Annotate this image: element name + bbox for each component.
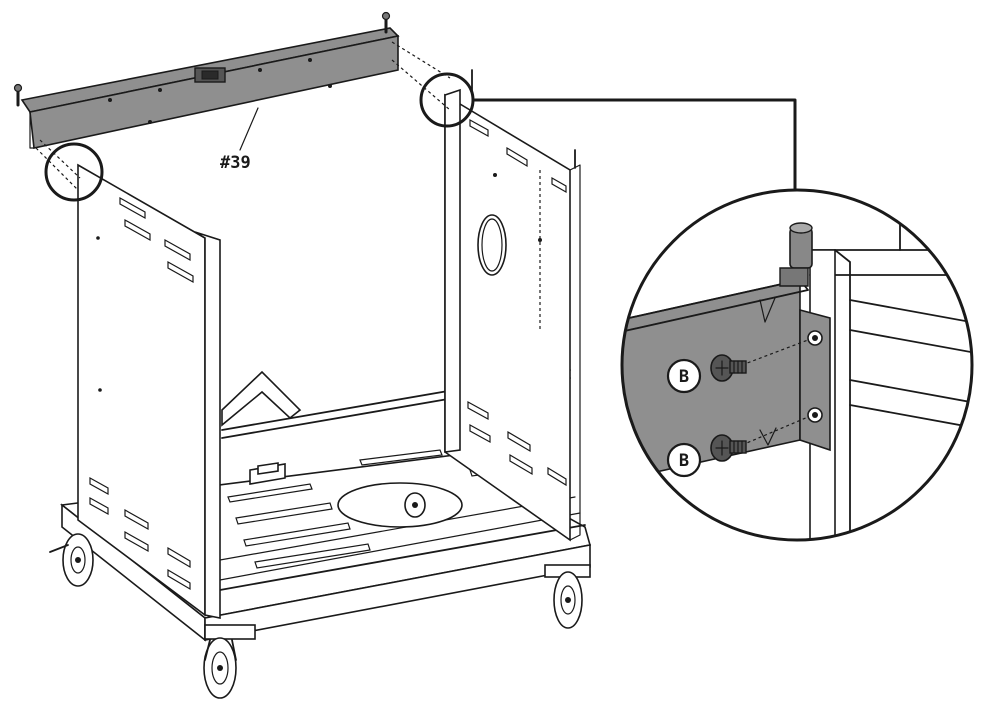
caster-wheels: [49, 492, 591, 699]
part-leader-line: [239, 107, 259, 151]
caster-front-right: [544, 564, 591, 629]
zoom-detail: [620, 188, 974, 542]
hardware-label-upper: B: [679, 367, 689, 387]
right-side-panel: [444, 69, 581, 542]
part-label: #39: [220, 153, 251, 173]
hardware-badge-lower: B: [666, 442, 702, 478]
screw-lower: [710, 434, 747, 462]
hardware-label-lower: B: [679, 451, 689, 471]
caster-rear-left: [49, 533, 94, 587]
hardware-badge-upper: B: [666, 358, 702, 394]
caster-rear-right: [404, 492, 426, 518]
callout-connector: [471, 98, 797, 192]
left-side-panel: [77, 163, 302, 619]
rear-bracket-part-39: [13, 11, 451, 191]
screw-upper: [710, 354, 747, 382]
caster-front-left: [203, 624, 256, 699]
detail-circle-left: [44, 142, 104, 202]
